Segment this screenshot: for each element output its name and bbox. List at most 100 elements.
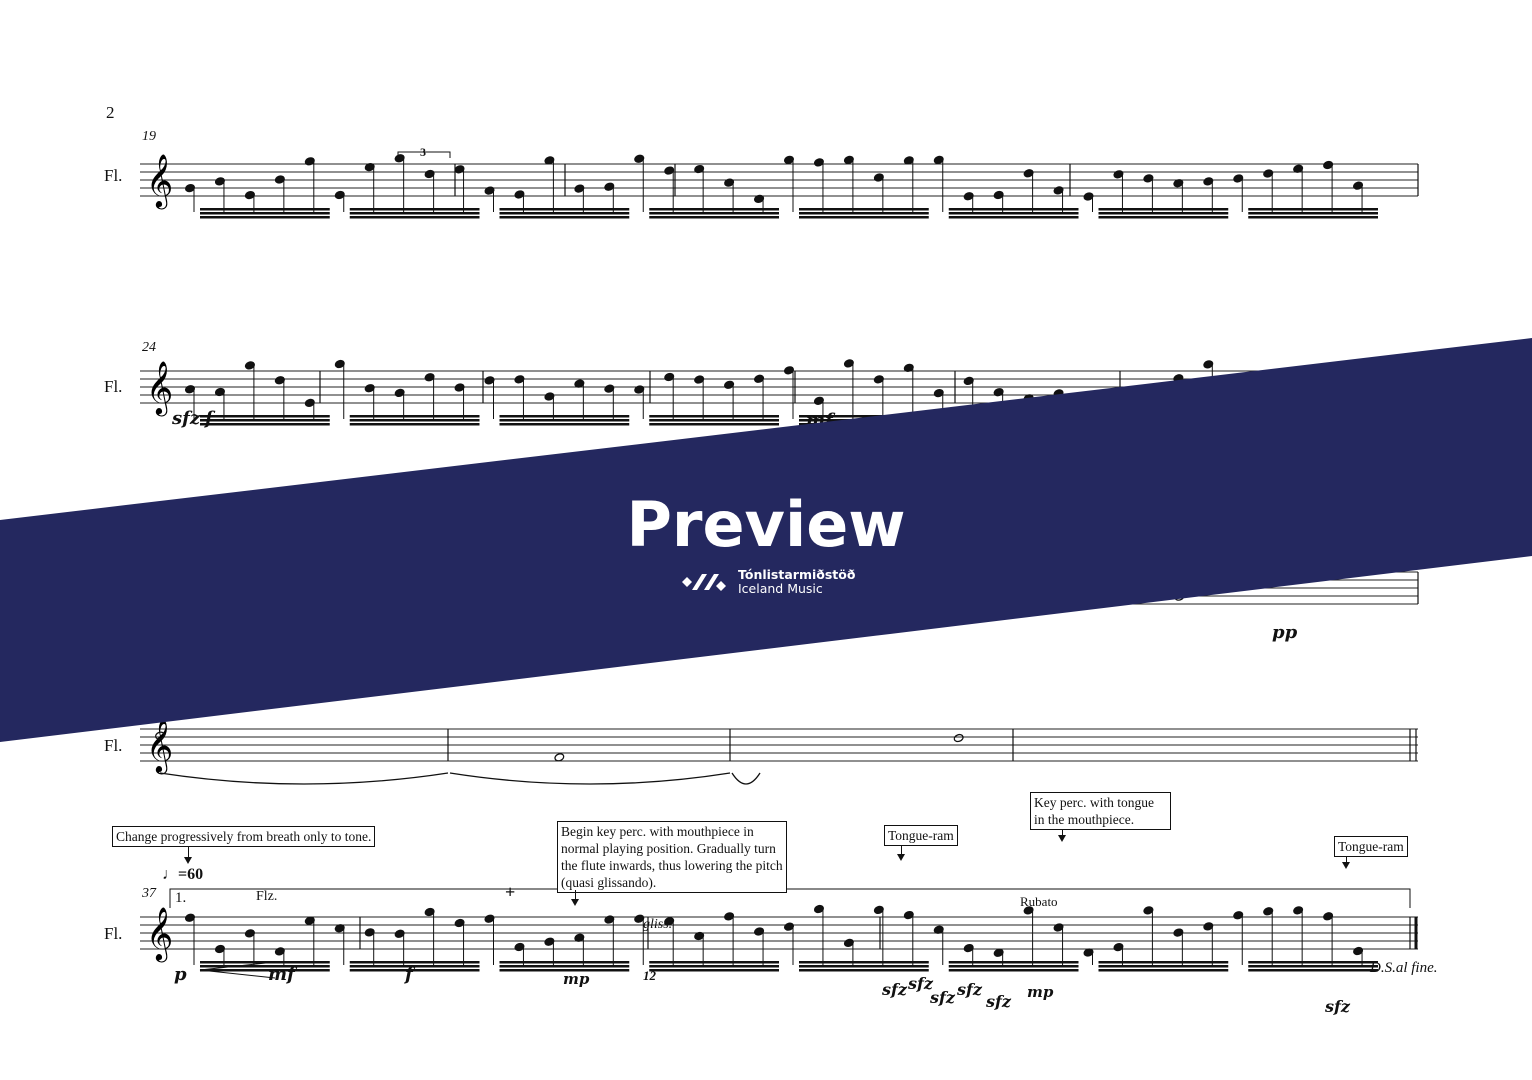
tie (731, 772, 761, 785)
beam (499, 969, 630, 972)
preview-title: Preview (626, 488, 906, 561)
notehead (634, 914, 645, 923)
notehead (783, 922, 795, 931)
notehead (1263, 907, 1274, 916)
notehead (1233, 174, 1244, 183)
gliss-label: gliss. (643, 917, 673, 932)
notehead (514, 942, 525, 952)
beam (948, 969, 1079, 972)
beam (1248, 216, 1378, 219)
measure-number-24: 24 (142, 340, 156, 355)
notehead (754, 194, 765, 204)
arrow-down-icon (1342, 856, 1350, 869)
instrument-label: Fl. (104, 166, 123, 185)
beam (1248, 969, 1378, 972)
notehead (274, 947, 285, 956)
dynamic-p: p (174, 964, 187, 985)
arrow-down-icon (571, 890, 579, 906)
beam (948, 216, 1079, 219)
beam (1248, 423, 1378, 426)
annotation-breath-to-tone: Change progressively from breath only to… (112, 826, 376, 847)
notehead (214, 944, 225, 954)
beam (1098, 965, 1229, 968)
dynamic-mf: mf (806, 410, 833, 431)
notehead (1023, 169, 1034, 178)
beam (649, 208, 779, 211)
beam (799, 969, 929, 972)
notehead (933, 155, 944, 165)
notehead (334, 190, 345, 200)
beam (649, 212, 779, 215)
beam (649, 216, 779, 219)
treble-clef-icon: 𝄞 (146, 360, 173, 416)
notehead (394, 929, 405, 938)
notehead (664, 917, 675, 926)
notehead (484, 186, 495, 195)
beam (499, 419, 630, 422)
beam (200, 415, 330, 418)
accent-plus: + (505, 882, 516, 902)
beam (349, 208, 480, 211)
beam (349, 212, 480, 215)
beam (1248, 961, 1378, 964)
notehead (1113, 943, 1124, 952)
dynamic-sfz: sfz (957, 980, 982, 999)
dynamic-f: f (205, 408, 213, 429)
notehead (214, 177, 225, 186)
notehead (783, 155, 795, 164)
notehead (813, 904, 824, 914)
notehead (304, 157, 315, 166)
notehead (574, 184, 585, 193)
beam (649, 965, 779, 968)
notehead (634, 154, 645, 163)
instrument-label: Fl. (104, 377, 123, 396)
arrow-down-icon (1058, 829, 1066, 842)
notehead (574, 933, 585, 942)
notehead (1113, 170, 1124, 179)
beam (948, 415, 1079, 418)
dynamic-mp: mp (1027, 983, 1054, 1001)
notehead (244, 190, 255, 200)
beam (200, 212, 330, 215)
ds-al-fine: D.S.al fine. (1370, 960, 1438, 976)
beam (349, 965, 480, 968)
notehead (1293, 164, 1304, 173)
beam (200, 969, 330, 972)
dynamic-sfz: sfz (172, 408, 201, 429)
treble-clef-icon: 𝄞 (146, 906, 173, 962)
notehead (1263, 169, 1274, 178)
beam (948, 423, 1079, 426)
beam (200, 419, 330, 422)
measure-number-37: 37 (142, 886, 156, 901)
notehead (1233, 569, 1245, 578)
annotation-key-perc: Begin key perc. with mouthpiece in norma… (557, 821, 787, 893)
notehead (963, 192, 974, 201)
notehead (873, 905, 884, 915)
page-number: 2 (106, 103, 115, 122)
arrow-down-icon (184, 846, 192, 864)
notehead (244, 929, 255, 938)
beam (1248, 419, 1378, 422)
notehead (903, 156, 914, 165)
rubato-label: Rubato (1020, 894, 1058, 909)
volta-bracket (169, 888, 1411, 908)
notehead (664, 166, 675, 175)
notehead (304, 916, 315, 925)
notehead (1353, 181, 1364, 190)
beam (349, 423, 480, 426)
notehead (1293, 906, 1304, 915)
beam (499, 961, 630, 964)
beam (1248, 965, 1378, 968)
dynamic-sfz: sfz (882, 980, 907, 999)
arrow-down-icon (897, 845, 905, 861)
annotation-key-perc-tongue: Key perc. with tongue in the mouthpiece. (1030, 792, 1171, 830)
notehead (724, 178, 735, 187)
beam (200, 423, 330, 426)
notehead (454, 165, 465, 174)
notehead (903, 910, 914, 920)
beam (948, 961, 1079, 964)
measure-number-19: 19 (142, 129, 156, 144)
beam (349, 961, 480, 964)
notehead (1323, 160, 1334, 170)
notehead (1023, 906, 1034, 915)
